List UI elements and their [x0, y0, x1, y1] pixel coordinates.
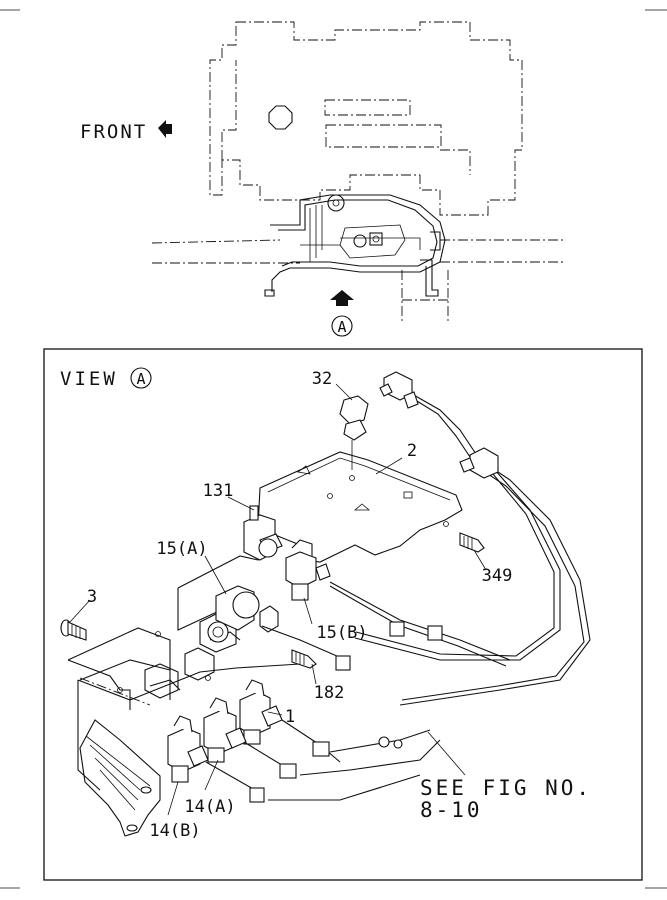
top-view-diagram	[151, 21, 565, 337]
part-349-bolt	[459, 532, 485, 553]
lower-mount-bracket	[79, 719, 161, 837]
bracket-plate	[257, 451, 463, 563]
part-32-clip	[339, 395, 369, 470]
view-title-marker-circle	[130, 367, 152, 389]
front-arrow-icon	[158, 120, 172, 138]
callout-14a: 14(A)	[184, 797, 235, 817]
callout-349: 349	[482, 566, 513, 586]
callout-2: 2	[407, 441, 417, 461]
callout-32: 32	[312, 369, 332, 389]
view-marker-label: A	[337, 318, 346, 336]
part-182-bolt	[291, 649, 317, 669]
part-15b-solenoid	[285, 539, 331, 601]
view-title: VIEW	[60, 368, 118, 390]
callout-182: 182	[314, 683, 345, 703]
view-title-marker: A	[136, 370, 145, 388]
callout-15b: 15(B)	[316, 623, 367, 643]
callout-15a: 15(A)	[156, 539, 207, 559]
callout-1: 1	[285, 707, 295, 727]
reference-line-2: 8-10	[420, 798, 483, 822]
front-label: FRONT	[80, 121, 147, 143]
view-marker-circle	[331, 315, 353, 337]
view-arrow-icon	[330, 290, 354, 306]
wire-harness	[205, 371, 591, 803]
part-3-bolt	[60, 619, 87, 641]
part-131-sensor	[243, 505, 283, 561]
part-15a-solenoid	[207, 585, 279, 643]
callout-14b: 14(B)	[149, 821, 200, 841]
detail-view-frame	[43, 348, 643, 881]
callout-3: 3	[87, 587, 97, 607]
main-bracket	[67, 527, 301, 791]
relay-cluster	[167, 679, 283, 783]
reference-line-1: SEE FIG NO.	[420, 776, 592, 800]
callout-131: 131	[203, 481, 234, 501]
leader-lines	[69, 383, 487, 816]
corner-marks	[0, 9, 667, 889]
